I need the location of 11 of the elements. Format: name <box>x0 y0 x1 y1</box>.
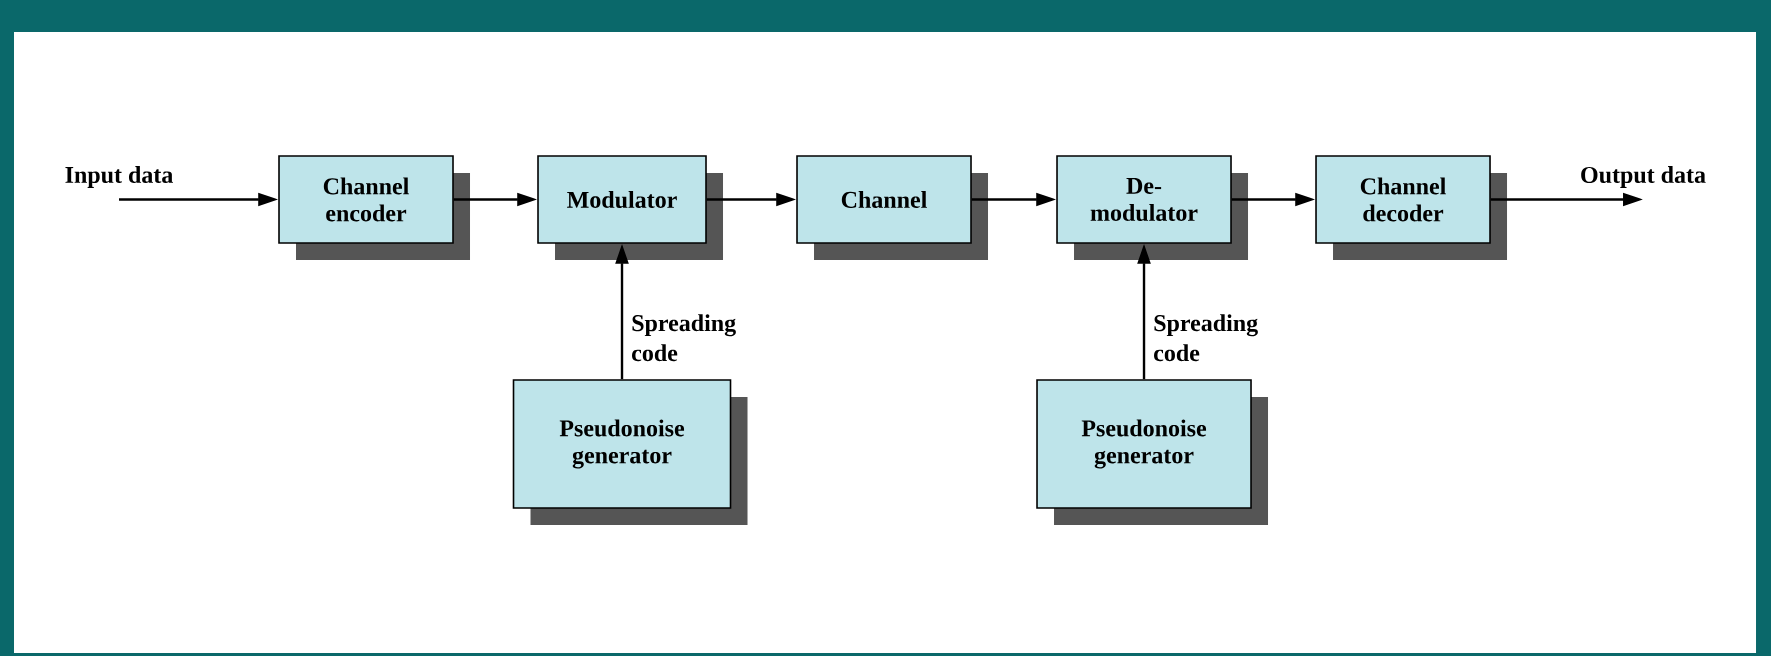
edge-label: Spreading code <box>1154 314 1258 362</box>
block-box: Pseudonoise generator <box>512 379 748 525</box>
edge-label: Spreading code <box>632 314 736 362</box>
block-box: Channel <box>796 155 988 260</box>
terminal-label: Input data <box>65 166 173 188</box>
block-box: Modulator <box>537 155 723 260</box>
block-box: Channel encoder <box>278 155 470 260</box>
terminal-label: Output data <box>1581 166 1706 188</box>
block-box: Pseudonoise generator <box>1036 379 1268 525</box>
block-box: Channel decoder <box>1315 155 1507 260</box>
block-box: De-modulator <box>1056 155 1248 260</box>
